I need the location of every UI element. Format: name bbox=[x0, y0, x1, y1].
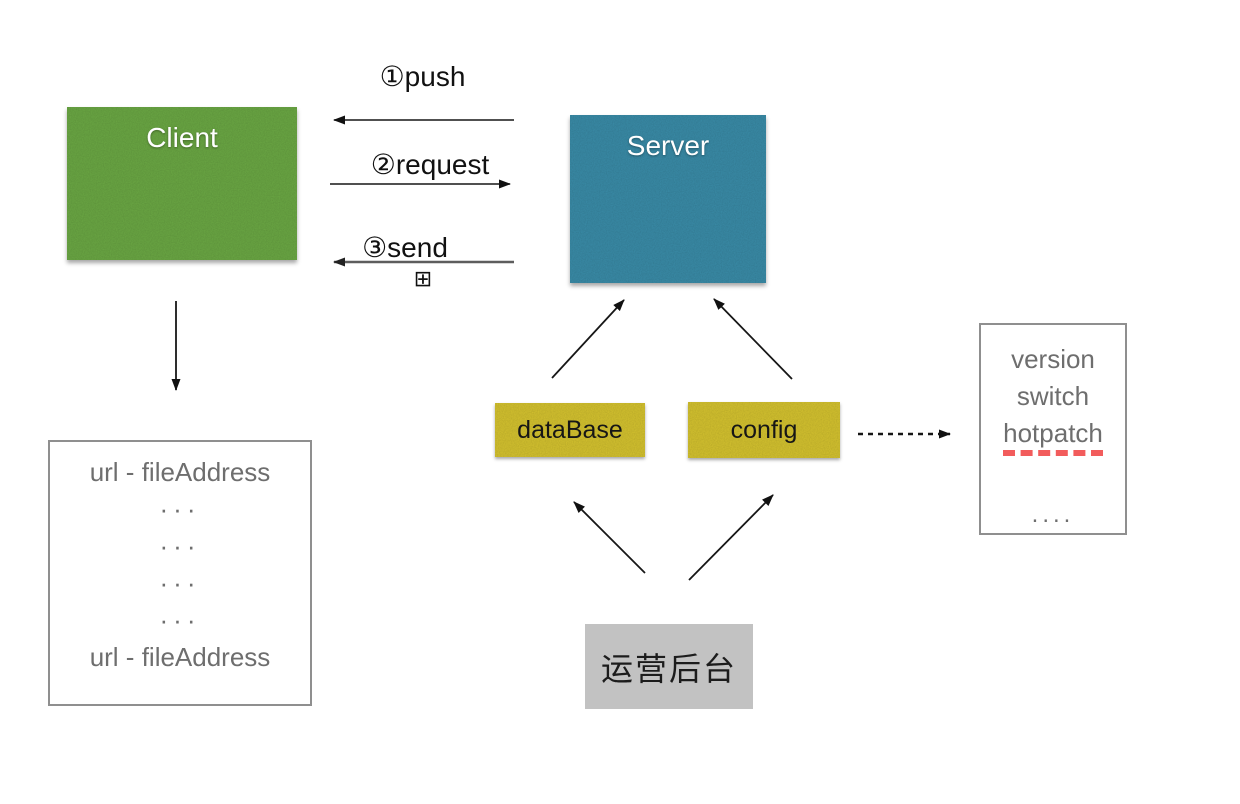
version-panel-line-hotpatch: hotpatch bbox=[981, 415, 1125, 456]
boxed-plus-icon: ⊞ bbox=[413, 266, 433, 291]
hotpatch-underlined-text: hotpatch bbox=[1003, 418, 1103, 456]
push-edge-label: ①push bbox=[379, 61, 466, 92]
ops-backend-label: 运营后台 bbox=[600, 650, 737, 687]
ops-to-config-arrow bbox=[688, 494, 774, 581]
url-mapping-box: url - fileAddress ··· ··· ··· ··· url - … bbox=[48, 440, 312, 706]
url-mapping-line: url - fileAddress bbox=[89, 642, 271, 672]
url-mapping-line: url - fileAddress bbox=[89, 457, 271, 487]
url-mapping-dots: ··· bbox=[159, 568, 201, 598]
config-to-server-arrow bbox=[713, 298, 793, 380]
ops-backend-node: 运营后台 bbox=[585, 624, 753, 709]
database-to-server-arrow bbox=[551, 299, 625, 379]
version-panel-ellipsis: .... bbox=[1031, 501, 1075, 528]
ops-to-database-arrow bbox=[573, 501, 646, 574]
server-node: Server bbox=[570, 115, 766, 283]
request-edge-label: ②request bbox=[370, 149, 490, 180]
server-label: Server bbox=[626, 130, 710, 161]
version-panel-line: switch bbox=[1016, 381, 1090, 411]
send-edge-label: ③send bbox=[362, 232, 448, 263]
url-mapping-dots: ··· bbox=[159, 531, 201, 561]
database-node: dataBase bbox=[495, 403, 645, 457]
client-node: Client bbox=[67, 107, 297, 260]
config-node: config bbox=[688, 402, 840, 458]
config-label: config bbox=[730, 415, 798, 444]
version-panel-line: version bbox=[1011, 344, 1095, 374]
client-label: Client bbox=[146, 122, 218, 153]
url-mapping-dots: ··· bbox=[159, 605, 201, 635]
url-mapping-dots: ··· bbox=[159, 494, 201, 524]
version-panel-box: version switch hotpatch .... bbox=[979, 323, 1127, 535]
database-label: dataBase bbox=[517, 415, 623, 444]
